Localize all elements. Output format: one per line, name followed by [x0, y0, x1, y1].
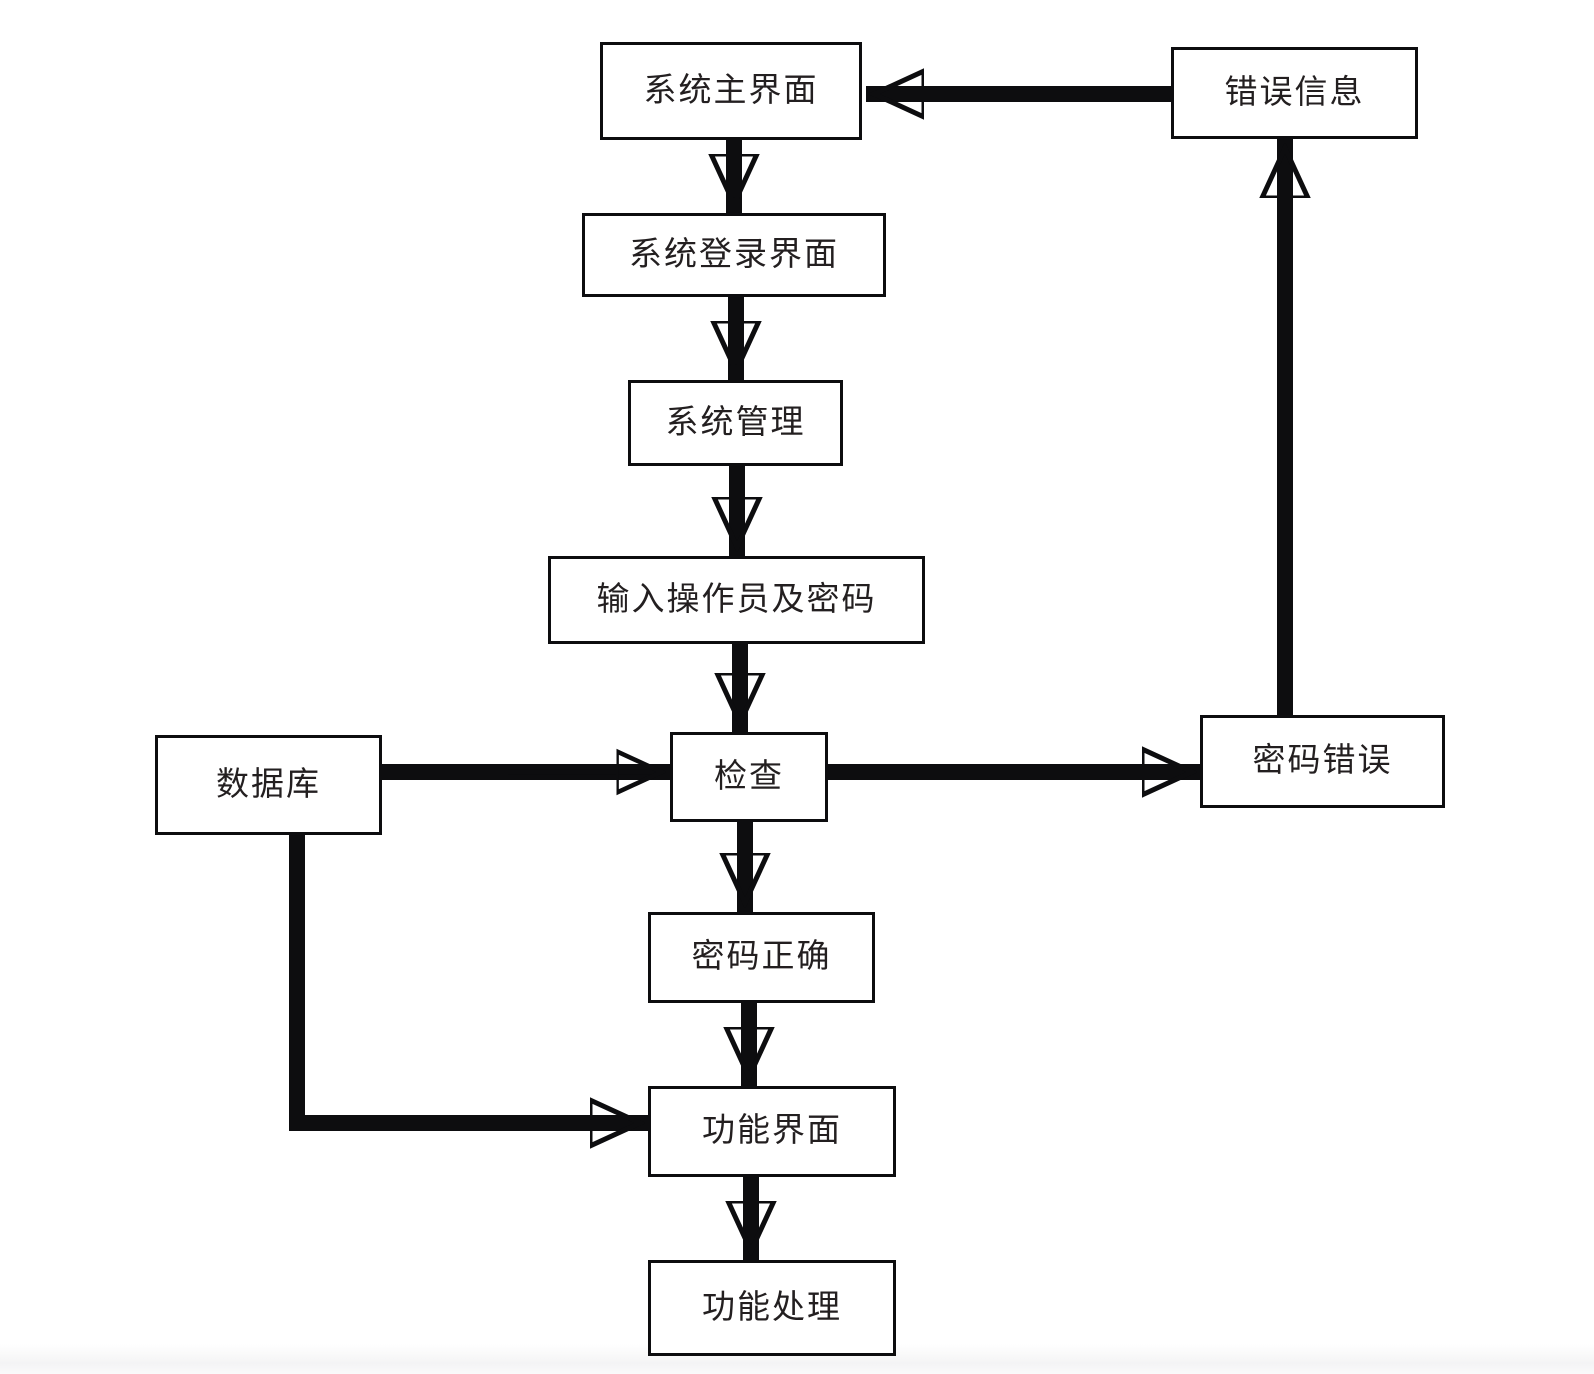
- node-system-admin[interactable]: 系统管理: [628, 380, 843, 466]
- node-login-interface[interactable]: 系统登录界面: [582, 213, 886, 297]
- node-database[interactable]: 数据库: [155, 735, 382, 835]
- node-password-correct[interactable]: 密码正确: [648, 912, 875, 1003]
- node-function-process[interactable]: 功能处理: [648, 1260, 896, 1356]
- node-label: 系统登录界面: [629, 233, 839, 273]
- node-label: 检查: [714, 755, 784, 795]
- node-check[interactable]: 检查: [670, 732, 828, 822]
- node-password-error[interactable]: 密码错误: [1200, 715, 1445, 808]
- node-main-interface[interactable]: 系统主界面: [600, 42, 862, 140]
- node-error-message[interactable]: 错误信息: [1171, 47, 1418, 139]
- node-label: 系统主界面: [643, 69, 819, 109]
- node-label: 功能处理: [702, 1286, 842, 1326]
- node-function-ui[interactable]: 功能界面: [648, 1086, 896, 1177]
- node-label: 功能界面: [702, 1110, 842, 1149]
- node-label: 数据库: [216, 763, 321, 803]
- node-label: 错误信息: [1224, 71, 1365, 111]
- node-label: 密码错误: [1252, 740, 1393, 779]
- node-label: 密码正确: [691, 936, 832, 975]
- node-label: 输入操作员及密码: [596, 578, 877, 618]
- node-input-credentials[interactable]: 输入操作员及密码: [548, 556, 925, 644]
- edge-database-to-function-ui[interactable]: [289, 835, 648, 1123]
- node-label: 系统管理: [665, 401, 806, 441]
